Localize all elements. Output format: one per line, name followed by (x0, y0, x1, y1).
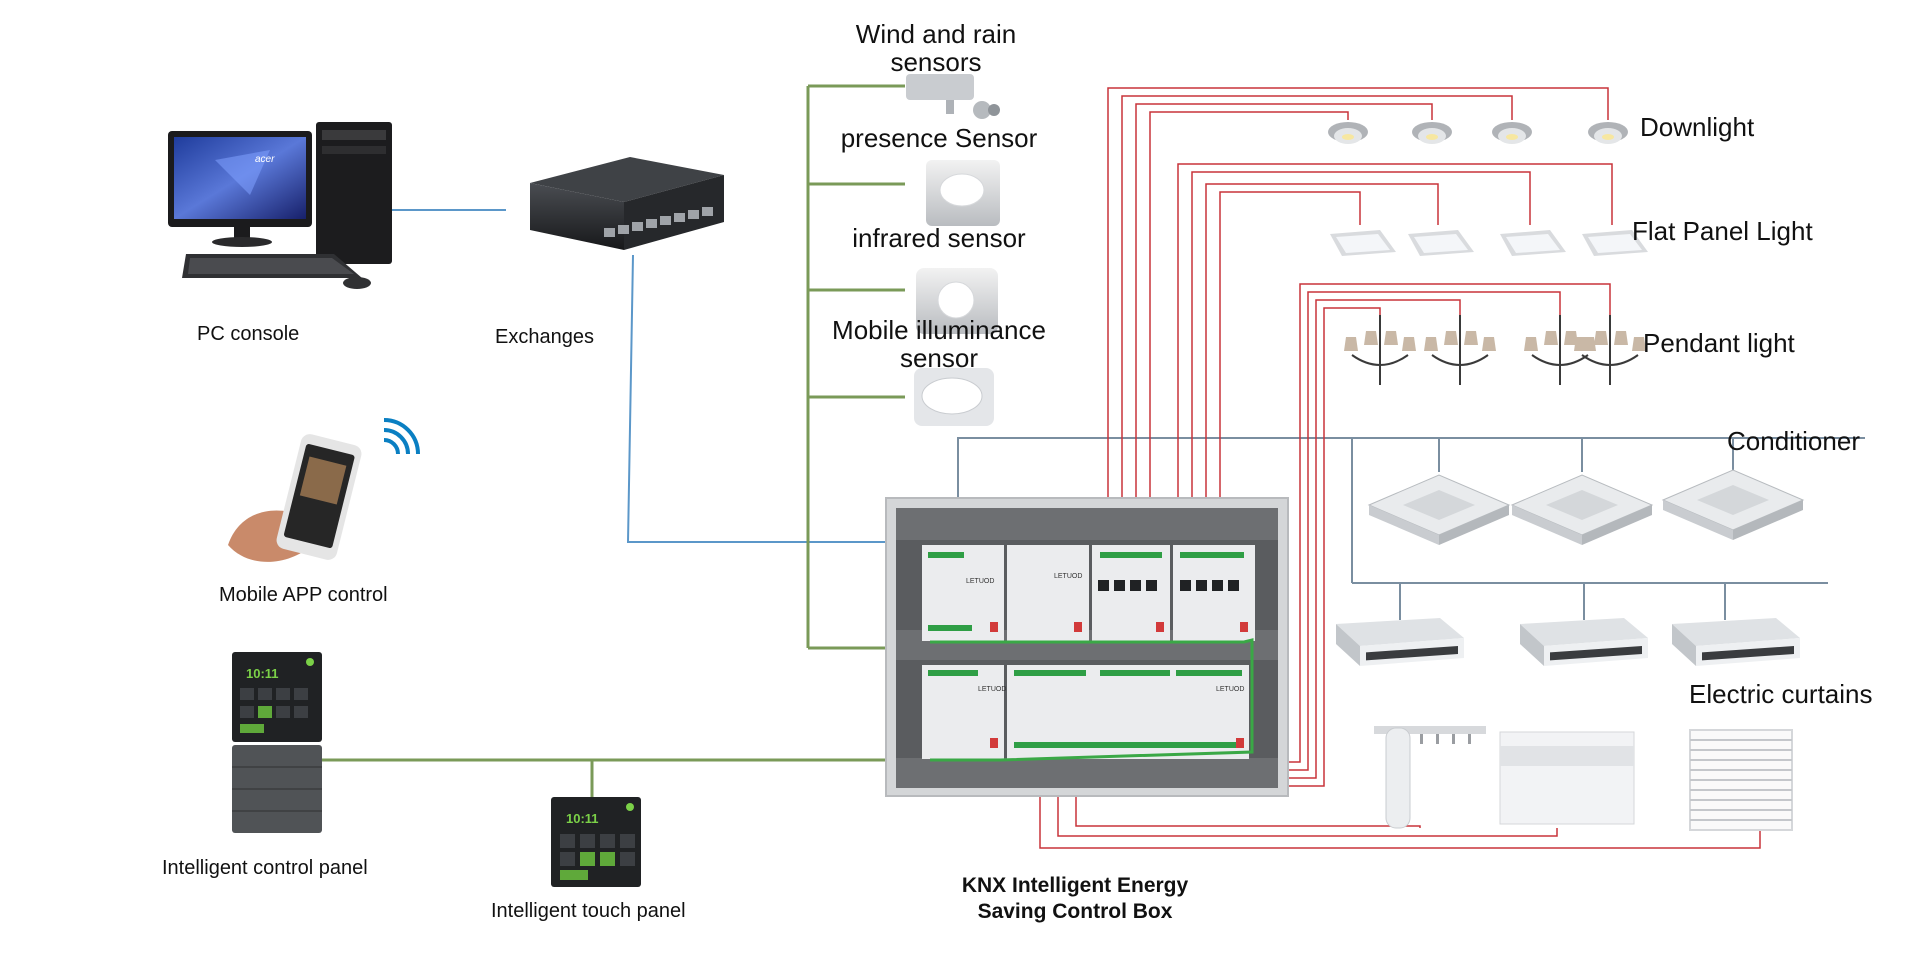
pc-console: acer (168, 122, 392, 289)
network-lines (388, 209, 958, 543)
pendant-lights (1344, 315, 1646, 385)
wind-rain-label: Wind and rain sensors (836, 20, 1036, 76)
control-box-title: KNX Intelligent Energy Saving Control Bo… (950, 873, 1200, 925)
illuminance-sensor (914, 368, 994, 426)
illuminance-line1: Mobile illuminance (832, 315, 1046, 345)
window-blinds (1689, 729, 1793, 831)
downlight-label: Downlight (1640, 112, 1755, 142)
presence-sensor (926, 160, 1000, 226)
touch-panel: 10:11 (551, 797, 641, 887)
pendant-label: Pendant light (1643, 328, 1795, 358)
curtain-track (1499, 731, 1635, 825)
panel-time: 10:11 (246, 666, 279, 681)
lighting-wires (1039, 87, 1761, 849)
curtain-motor (1374, 726, 1486, 829)
sensor-bus-lines (320, 84, 930, 797)
module-brand-3: LETUOD (978, 686, 1006, 693)
control-box-line2: Saving Control Box (977, 900, 1173, 923)
pc-console-label: PC console (197, 323, 300, 345)
module-brand-2: LETUOD (1054, 573, 1082, 580)
flat-panel-lights (1330, 230, 1648, 256)
duct-ac-units (1336, 618, 1800, 666)
wind-rain-sensor (906, 74, 1000, 119)
knx-control-box: LETUOD LETUOD LETUOD LETUOD (885, 497, 1289, 797)
exchanges-label: Exchanges (495, 326, 594, 348)
touch-panel-label: Intelligent touch panel (491, 900, 686, 922)
conditioner-label: Conditioner (1727, 426, 1860, 456)
cassette-ac-units (1367, 469, 1805, 545)
presence-label: presence Sensor (840, 123, 1038, 153)
wind-rain-line1: Wind and rain (855, 19, 1017, 49)
control-panel: 10:11 (232, 652, 322, 833)
downlights (1328, 122, 1628, 144)
illuminance-line2: sensor (899, 343, 979, 373)
flat-panel-label: Flat Panel Light (1632, 216, 1813, 246)
infrared-label: infrared sensor (852, 223, 1026, 253)
module-brand-4: LETUOD (1216, 686, 1244, 693)
mobile-app-label: Mobile APP control (219, 584, 388, 606)
module-brand-1: LETUOD (966, 578, 994, 585)
mobile-phone (228, 418, 420, 562)
monitor-brand: acer (255, 154, 275, 165)
control-box-line1: KNX Intelligent Energy (961, 874, 1189, 897)
wind-rain-line2: sensors (890, 47, 982, 77)
illuminance-label: Mobile illuminance sensor (816, 316, 1062, 372)
curtains-label: Electric curtains (1689, 679, 1873, 709)
infrared-sensor (916, 268, 998, 334)
ethernet-switch (530, 157, 724, 250)
control-panel-label: Intelligent control panel (162, 857, 368, 879)
touch-time: 10:11 (566, 811, 599, 826)
